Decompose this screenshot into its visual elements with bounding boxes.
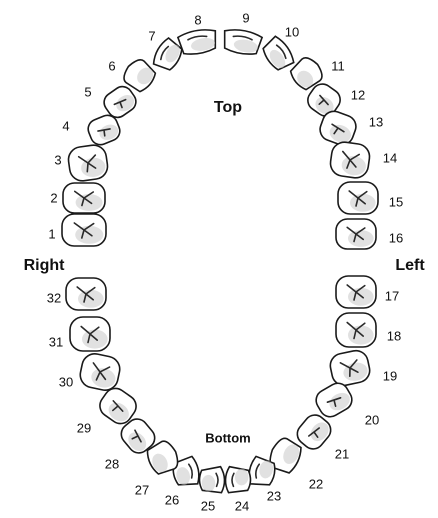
tooth-9[interactable] [221, 27, 262, 56]
tooth-number-18: 18 [387, 330, 401, 343]
tooth-10[interactable] [259, 34, 296, 73]
tooth-number-11: 11 [331, 60, 345, 73]
tooth-number-7: 7 [148, 30, 155, 43]
tooth-number-3: 3 [54, 154, 61, 167]
tooth-number-22: 22 [309, 478, 323, 491]
tooth-number-28: 28 [105, 458, 119, 471]
tooth-number-5: 5 [84, 86, 91, 99]
tooth-number-23: 23 [267, 490, 281, 503]
tooth-number-19: 19 [383, 370, 397, 383]
tooth-number-12: 12 [351, 89, 365, 102]
tooth-31[interactable] [70, 317, 110, 351]
tooth-number-26: 26 [165, 494, 179, 507]
tooth-15[interactable] [338, 182, 378, 214]
tooth-number-21: 21 [335, 448, 349, 461]
tooth-17[interactable] [336, 276, 376, 308]
tooth-25[interactable] [199, 467, 225, 494]
tooth-number-8: 8 [194, 14, 201, 27]
label-left: Left [395, 258, 424, 274]
tooth-32[interactable] [66, 278, 106, 310]
tooth-number-2: 2 [50, 192, 57, 205]
tooth-19[interactable] [328, 348, 372, 387]
tooth-number-30: 30 [59, 376, 73, 389]
tooth-3[interactable] [67, 144, 109, 183]
tooth-number-20: 20 [365, 414, 379, 427]
tooth-number-14: 14 [383, 152, 397, 165]
tooth-30[interactable] [78, 351, 122, 392]
label-top: Top [214, 100, 242, 116]
tooth-number-4: 4 [62, 120, 69, 133]
tooth-number-9: 9 [242, 12, 249, 25]
tooth-24[interactable] [225, 467, 251, 494]
tooth-2[interactable] [63, 183, 105, 213]
tooth-number-6: 6 [108, 60, 115, 73]
tooth-number-31: 31 [49, 336, 63, 349]
tooth-number-10: 10 [285, 26, 299, 39]
tooth-number-29: 29 [77, 422, 91, 435]
tooth-1[interactable] [62, 214, 106, 246]
tooth-8[interactable] [177, 27, 218, 56]
tooth-16[interactable] [336, 219, 376, 249]
label-bottom: Bottom [205, 432, 251, 445]
tooth-number-27: 27 [135, 484, 149, 497]
tooth-number-32: 32 [47, 292, 61, 305]
tooth-20[interactable] [312, 379, 355, 420]
tooth-number-17: 17 [385, 290, 399, 303]
tooth-number-24: 24 [235, 500, 249, 513]
label-right: Right [24, 258, 65, 274]
tooth-number-13: 13 [369, 116, 383, 129]
tooth-number-16: 16 [389, 232, 403, 245]
tooth-number-15: 15 [389, 196, 403, 209]
tooth-14[interactable] [329, 141, 371, 180]
tooth-number-25: 25 [201, 500, 215, 513]
tooth-18[interactable] [336, 313, 376, 347]
tooth-number-1: 1 [48, 228, 55, 241]
